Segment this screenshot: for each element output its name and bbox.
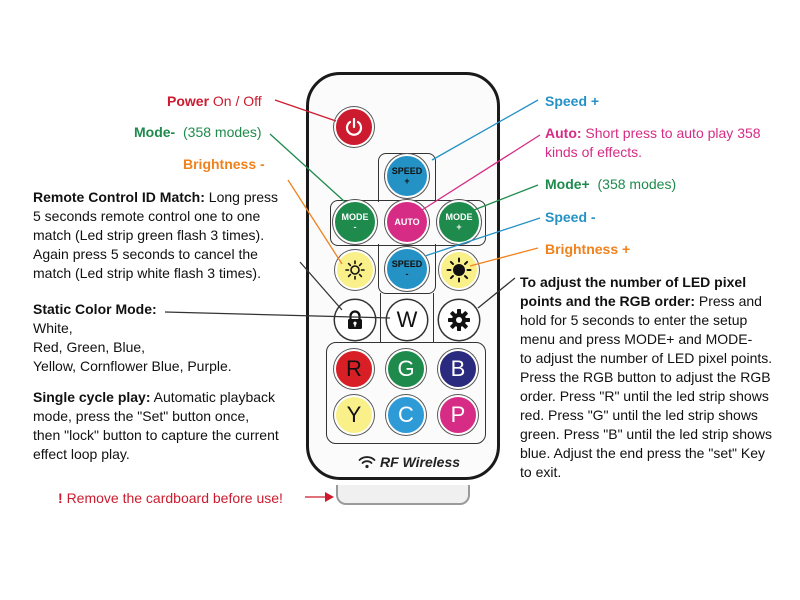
leader-remove-arrowhead	[325, 492, 334, 502]
white-button[interactable]: W	[387, 300, 427, 340]
red-button[interactable]: R	[334, 349, 374, 389]
remote-id-match-text: Remote Control ID Match: Long press 5 se…	[33, 189, 279, 281]
leader-static-color	[164, 311, 391, 319]
cornflower-blue-button[interactable]: C	[386, 395, 426, 435]
lock-button[interactable]	[335, 300, 375, 340]
set-button[interactable]	[439, 300, 479, 340]
sun-small-icon	[345, 260, 365, 280]
brightness-plus-button[interactable]	[439, 250, 479, 290]
yellow-button[interactable]: Y	[334, 395, 374, 435]
sun-large-icon	[446, 257, 472, 283]
remove-cardboard-warning: ! Remove the cardboard before use!	[58, 490, 283, 506]
top-pad-frame	[378, 153, 436, 202]
bottom-pad-frame	[378, 244, 436, 294]
power-button[interactable]	[334, 107, 374, 147]
purple-button[interactable]: P	[438, 395, 478, 435]
leader-mode-minus	[269, 133, 346, 203]
wifi-icon	[358, 456, 376, 469]
color-pad-frame	[326, 342, 486, 444]
leader-remote-id	[299, 261, 343, 311]
static-color-mode-text: Static Color Mode: White, Red, Green, Bl…	[33, 301, 232, 374]
rf-wireless-label: RF Wireless	[380, 454, 461, 470]
mode-plus-button[interactable]: MODE+	[437, 200, 481, 244]
single-cycle-play-text: Single cycle play: Automatic playback mo…	[33, 389, 279, 462]
brightness-plus-label: Brightness +	[545, 241, 631, 257]
leader-brightness-minus	[287, 179, 343, 265]
auto-button[interactable]: AUTO	[385, 200, 429, 244]
lock-icon	[348, 310, 362, 329]
gear-icon	[448, 309, 470, 331]
mode-minus-label: Mode- (358 modes)	[134, 124, 262, 140]
power-label: Power On / Off	[167, 93, 262, 109]
leader-adjust	[477, 277, 516, 309]
leader-speed-minus	[424, 217, 541, 257]
speed-plus-button[interactable]: SPEED+	[385, 154, 429, 198]
leader-brightness-plus	[469, 247, 539, 267]
cardboard-tab	[336, 485, 470, 505]
leader-speed-plus	[431, 99, 539, 161]
brightness-minus-label: Brightness -	[183, 156, 265, 172]
blue-button[interactable]: B	[438, 349, 478, 389]
speed-minus-label: Speed -	[545, 209, 596, 225]
mode-minus-button[interactable]: MODE-	[333, 200, 377, 244]
speed-plus-label: Speed +	[545, 93, 600, 109]
adjust-led-pixels-text: To adjust the number of LED pixel points…	[520, 274, 773, 480]
speed-minus-button[interactable]: SPEED-	[385, 247, 429, 291]
power-icon	[345, 117, 363, 136]
leader-auto	[421, 134, 541, 211]
leader-mode-plus	[473, 184, 539, 211]
leader-power	[274, 99, 337, 122]
mode-plus-label: Mode+ (358 modes)	[545, 176, 677, 192]
brightness-minus-button[interactable]	[335, 250, 375, 290]
auto-label: Auto: Short press to auto play 358 kinds…	[545, 125, 761, 160]
green-button[interactable]: G	[386, 349, 426, 389]
